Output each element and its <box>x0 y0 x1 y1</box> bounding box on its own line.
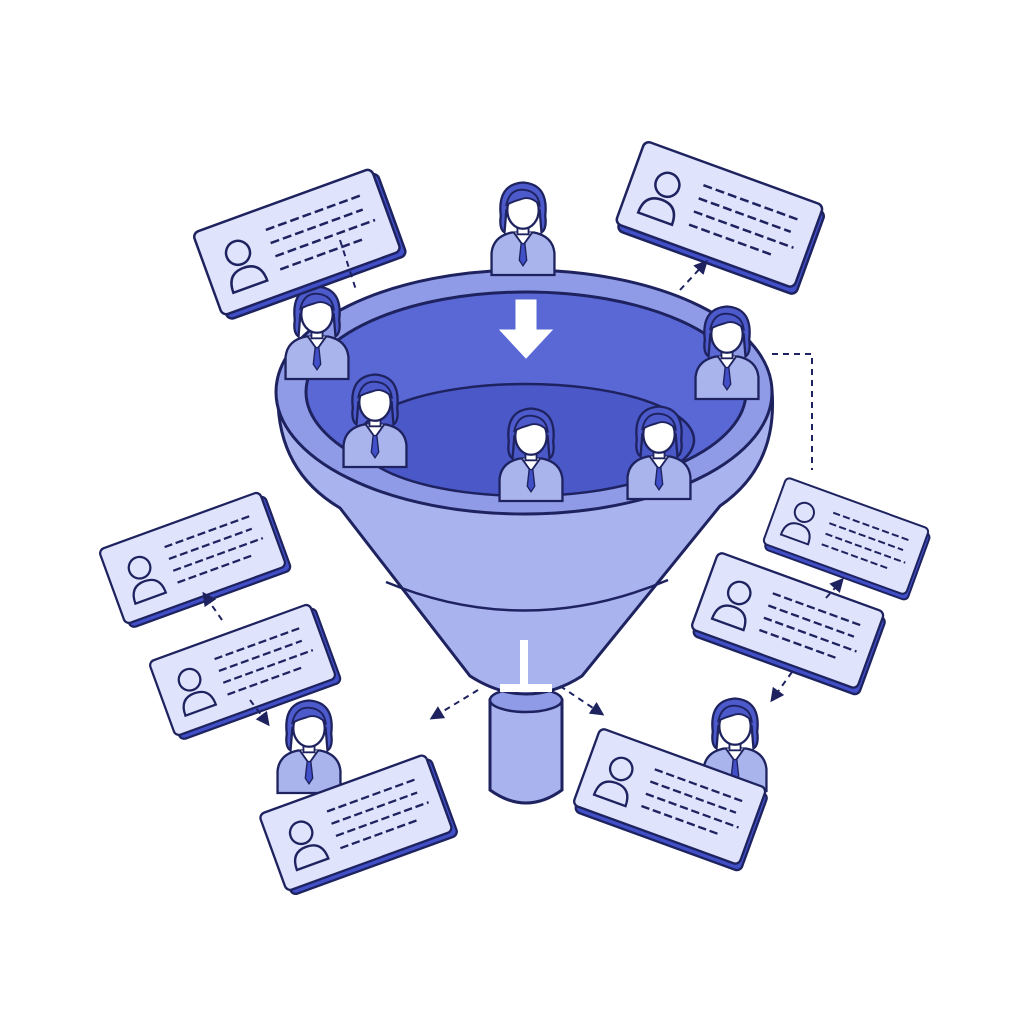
connectors <box>202 239 844 727</box>
dashed-arrow-icon <box>825 577 844 599</box>
down-arrow-icon <box>500 640 552 692</box>
dashed-arrow-icon <box>679 259 708 291</box>
dashed-arrow-icon <box>202 591 223 621</box>
dashed-arrow-icon <box>772 353 813 470</box>
candidate-bottom-left <box>257 699 460 898</box>
person-icon <box>694 305 760 401</box>
dashed-arrow-icon <box>339 239 357 291</box>
funnel-spout <box>488 698 564 805</box>
candidate-bottom-right <box>569 697 772 873</box>
profile-card-icon <box>611 139 829 297</box>
person-icon <box>342 373 408 469</box>
dashed-arrow-icon <box>770 671 793 703</box>
person-icon <box>284 285 350 381</box>
person-icon <box>498 407 564 503</box>
person-icon <box>490 181 556 277</box>
dashed-arrow-icon <box>429 689 479 720</box>
dashed-arrow-icon <box>559 685 605 716</box>
funnel <box>274 268 775 805</box>
down-arrow-icon <box>498 299 554 359</box>
profile-card-icon <box>97 489 293 631</box>
person-icon <box>276 699 342 795</box>
dashed-arrow-icon <box>249 699 270 727</box>
person-icon <box>626 405 692 501</box>
